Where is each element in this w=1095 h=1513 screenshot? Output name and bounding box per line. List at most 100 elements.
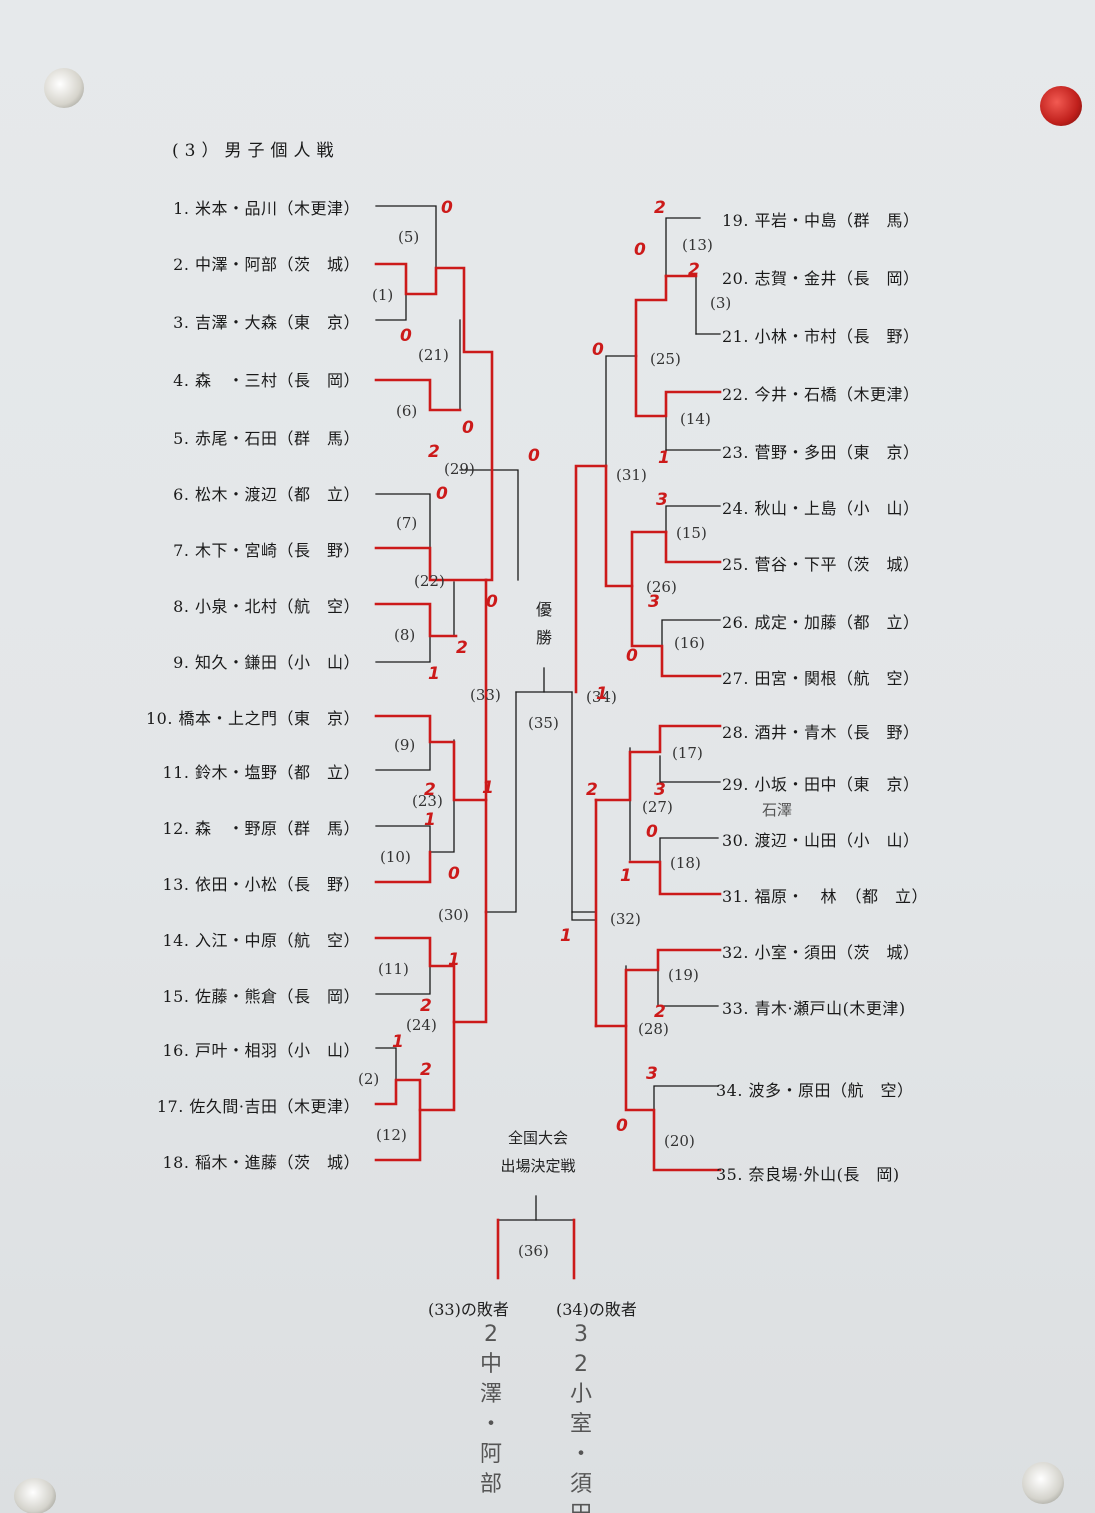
winner-path-17 bbox=[574, 464, 608, 694]
winner-path-6 bbox=[374, 714, 488, 802]
handwritten-score-23: 3 bbox=[656, 490, 668, 510]
handwritten-score-20: 2 bbox=[688, 260, 700, 280]
player-entry-18: 18. 稲木・進藤（茨 城） bbox=[162, 1153, 360, 1172]
bracket-line-1 bbox=[375, 205, 437, 269]
winner-path-8 bbox=[374, 910, 488, 1024]
handwritten-score-13: 0 bbox=[448, 864, 460, 884]
handwritten-score-27: 2 bbox=[586, 780, 598, 800]
champion-label-char-1: 優 bbox=[535, 600, 552, 619]
handwritten-score-10: 2 bbox=[424, 780, 436, 800]
handwritten-score-17: 2 bbox=[420, 1060, 432, 1080]
player-entry-22: 22. 今井・石橋（木更津） bbox=[722, 385, 920, 404]
player-entry-15: 15. 佐藤・熊倉（長 岡） bbox=[162, 987, 360, 1006]
player-entry-31: 31. 福原・ 林 （都 立） bbox=[722, 887, 929, 906]
national-qualifier-line1: 全国大会 bbox=[507, 1129, 568, 1147]
match-number-8: (8) bbox=[394, 626, 416, 644]
bracket-line-29 bbox=[657, 969, 719, 1007]
match-number-14: (14) bbox=[680, 410, 711, 428]
winner-path-13 bbox=[634, 354, 722, 418]
handwritten-score-34: 0 bbox=[616, 1116, 628, 1136]
player-entry-4: 4. 森 ・三村（長 岡） bbox=[173, 371, 360, 390]
match-number-30: (30) bbox=[438, 906, 469, 924]
page-title: (3）男子個人戦 bbox=[172, 141, 340, 161]
player-entry-35: 35. 奈良場·外山(長 岡) bbox=[716, 1165, 900, 1184]
pin-bottom-left bbox=[14, 1478, 56, 1513]
player-entry-8: 8. 小泉・北村（航 空） bbox=[173, 597, 360, 616]
bracket-line-6 bbox=[375, 825, 431, 853]
player-entry-32: 32. 小室・須田（茨 城） bbox=[722, 943, 920, 962]
match-number-7: (7) bbox=[396, 514, 418, 532]
pin-bottom-right bbox=[1022, 1462, 1064, 1504]
player-entry-33: 33. 青木·瀬戸山(木更津) bbox=[722, 999, 906, 1018]
match-number-23: (23) bbox=[412, 792, 443, 810]
pin-top-left bbox=[44, 68, 84, 108]
bracket-line-17 bbox=[665, 217, 701, 277]
match-number-15: (15) bbox=[676, 524, 707, 542]
bracket-line-27 bbox=[659, 837, 719, 863]
handwritten-correction-30: 石澤 bbox=[761, 801, 792, 819]
winner-path-12 bbox=[634, 274, 668, 358]
match-number-24: (24) bbox=[406, 1016, 437, 1034]
player-entry-5: 5. 赤尾・石田（群 馬） bbox=[173, 429, 360, 448]
player-entry-10: 10. 橋本・上之門（東 京） bbox=[145, 709, 360, 728]
bracket-line-4 bbox=[375, 631, 431, 663]
national-qualifier-label: 全国大会 出場決定戦 bbox=[478, 1124, 598, 1180]
player-entry-6: 6. 松木・渡辺（都 立） bbox=[173, 485, 360, 504]
hand-right-char-4: 室 bbox=[569, 1412, 592, 1437]
match-number-16: (16) bbox=[674, 634, 705, 652]
player-entry-19: 19. 平岩・中島（群 馬） bbox=[722, 211, 920, 230]
handwritten-score-33: 3 bbox=[646, 1064, 658, 1084]
handwritten-score-15: 2 bbox=[420, 996, 432, 1016]
match-number-32: (32) bbox=[610, 910, 641, 928]
hand-left-char-1: 2 bbox=[484, 1322, 498, 1347]
hand-left-char-5: 阿 bbox=[479, 1442, 502, 1467]
match-number-13: (13) bbox=[682, 236, 713, 254]
winner-path-19 bbox=[628, 860, 722, 896]
bracket-line-32 bbox=[571, 911, 597, 1027]
bracket-line-2 bbox=[375, 293, 407, 321]
champion-label-char-2: 勝 bbox=[535, 628, 552, 647]
handwritten-score-22: 1 bbox=[658, 448, 670, 468]
handwritten-score-19: 0 bbox=[634, 240, 646, 260]
winner-path-15 bbox=[664, 530, 722, 564]
handwritten-score-28: 3 bbox=[654, 780, 666, 800]
player-entry-13: 13. 依田・小松（長 野） bbox=[162, 875, 360, 894]
bracket-line-16 bbox=[571, 691, 597, 913]
match-number-17: (17) bbox=[672, 744, 703, 762]
winner-path-4 bbox=[374, 602, 458, 638]
handwritten-score-30: 1 bbox=[620, 866, 632, 886]
match-number-2: (2) bbox=[358, 1070, 380, 1088]
winner-path-14 bbox=[604, 464, 668, 588]
match-number-36: (36) bbox=[518, 1242, 549, 1260]
match-number-33: (33) bbox=[470, 686, 501, 704]
match-number-22: (22) bbox=[414, 572, 445, 590]
bracket-line-23 bbox=[665, 505, 721, 535]
champion-label: 優勝 bbox=[534, 596, 554, 652]
hand-right-char-2: 2 bbox=[574, 1352, 588, 1377]
handwritten-score-7: 0 bbox=[486, 592, 498, 612]
bracket-line-7 bbox=[375, 965, 431, 995]
bracket-line-11 bbox=[429, 581, 455, 637]
handwritten-score-3: 0 bbox=[462, 418, 474, 438]
handwritten-score-16: 1 bbox=[392, 1032, 404, 1052]
match-number-26: (26) bbox=[646, 578, 677, 596]
handwritten-score-6: 0 bbox=[436, 484, 448, 504]
bracket-line-26 bbox=[659, 755, 721, 783]
handwritten-score-31: 1 bbox=[560, 926, 572, 946]
handwritten-score-24: 3 bbox=[648, 592, 660, 612]
handwritten-score-11: 1 bbox=[482, 778, 494, 798]
match-number-18: (18) bbox=[670, 854, 701, 872]
player-entry-25: 25. 菅谷・下平（茨 城） bbox=[722, 555, 920, 574]
match-number-10: (10) bbox=[380, 848, 411, 866]
bracket-line-30 bbox=[653, 1085, 719, 1111]
player-entry-23: 23. 菅野・多田（東 京） bbox=[722, 443, 920, 462]
player-entry-2: 2. 中澤・阿部（茨 城） bbox=[173, 255, 360, 274]
hand-left-char-3: 澤 bbox=[479, 1382, 502, 1407]
player-entry-11: 11. 鈴木・塩野（都 立） bbox=[162, 763, 360, 782]
handwritten-score-12: 1 bbox=[424, 810, 436, 830]
handwritten-score-21: 0 bbox=[592, 340, 604, 360]
match-number-25: (25) bbox=[650, 350, 681, 368]
player-entry-9: 9. 知久・鎌田（小 山） bbox=[173, 653, 360, 672]
